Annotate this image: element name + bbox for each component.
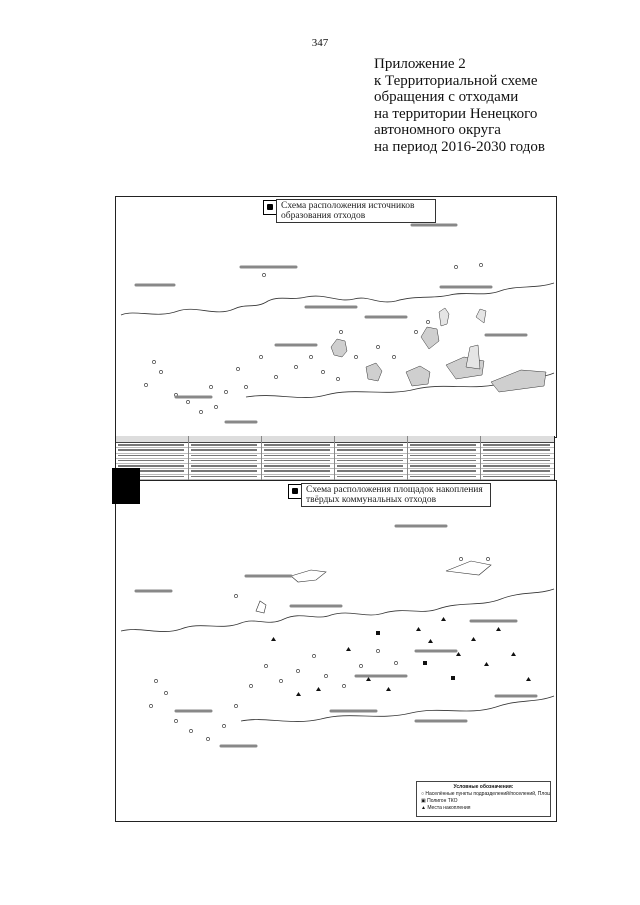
appendix-heading: Приложение 2 к Территориальной схеме обр… xyxy=(374,56,624,155)
map2-title-line2: твёрдых коммунальных отходов xyxy=(306,495,437,505)
appendix-line: обращения с отходами xyxy=(374,89,519,105)
map1-title-line1: Схема расположения источников xyxy=(281,201,415,211)
appendix-line: на территории Ненецкого xyxy=(374,105,538,122)
appendix-line: на период 2016-2030 годов xyxy=(374,138,545,155)
map2-title: Схема расположения площадок накопления т… xyxy=(301,483,491,507)
solid-waste-sites-map: Схема расположения площадок накопления т… xyxy=(115,480,557,822)
map1-drawing xyxy=(120,223,555,424)
scan-blot xyxy=(112,468,140,504)
emblem-icon xyxy=(288,484,302,499)
map2-title-line1: Схема расположения площадок накопления xyxy=(306,485,483,495)
legend-item: ▣ Полигон ТКО xyxy=(421,798,458,804)
legend-title: Условные обозначения: xyxy=(453,784,514,790)
legend-item: ▲ Места накопления xyxy=(421,805,471,811)
appendix-line: к Территориальной схеме xyxy=(374,72,538,89)
page-number: 347 xyxy=(311,37,329,49)
emblem-icon xyxy=(263,200,277,215)
map2-drawing xyxy=(120,524,555,748)
map1-title-line2: образования отходов xyxy=(281,211,366,221)
map2-legend: Условные обозначения: ○ Населённые пункт… xyxy=(416,781,551,817)
waste-sources-map: Схема расположения источников образовани… xyxy=(115,196,557,438)
map1-legend-table xyxy=(115,436,555,486)
appendix-line: автономного округа xyxy=(374,122,501,138)
map1-title: Схема расположения источников образовани… xyxy=(276,199,436,223)
appendix-line: Приложение 2 xyxy=(374,56,466,72)
legend-item: ○ Населённые пункты подразделений/поселе… xyxy=(421,791,551,797)
